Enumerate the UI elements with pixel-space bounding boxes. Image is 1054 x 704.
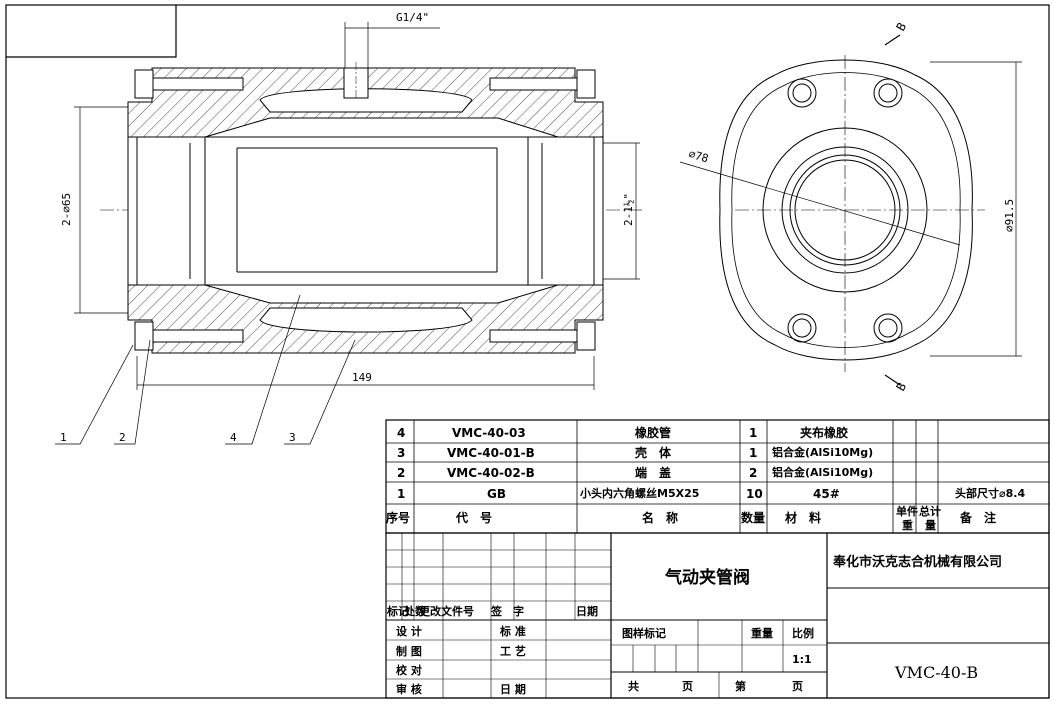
svg-text:代 号: 代 号 <box>455 510 492 525</box>
label-page2: 页 <box>792 680 803 693</box>
svg-text:VMC-40-01-B: VMC-40-01-B <box>447 446 535 460</box>
svg-text:10: 10 <box>746 487 763 501</box>
svg-text:量: 量 <box>925 519 936 532</box>
revision-header: 标记 处数 更改文件号 签 字 日期 <box>386 604 598 618</box>
svg-text:1: 1 <box>749 446 757 460</box>
svg-text:小头内六角螺丝M5X25: 小头内六角螺丝M5X25 <box>579 486 699 500</box>
drawing-number: VMC-40-B <box>894 663 978 682</box>
section-label-top: B <box>893 20 909 33</box>
dim-left-diameter: 2-⌀65 <box>60 193 73 226</box>
svg-text:4: 4 <box>397 426 405 440</box>
svg-text:制 图: 制 图 <box>396 644 422 658</box>
dim-right-thread: 2-1½" <box>622 193 635 226</box>
svg-text:2: 2 <box>397 466 405 480</box>
title-block-grid <box>385 532 1050 699</box>
svg-text:2: 2 <box>749 466 757 480</box>
dim-thread: G1/4" <box>396 11 429 24</box>
svg-text:单件: 单件 <box>896 504 918 518</box>
svg-text:签 字: 签 字 <box>490 604 524 618</box>
svg-text:VMC-40-02-B: VMC-40-02-B <box>447 466 535 480</box>
dim-length: 149 <box>352 371 372 384</box>
svg-text:处数: 处数 <box>403 604 427 618</box>
drawing-title: 气动夹管阀 <box>664 567 750 588</box>
balloon-1: 1 <box>60 431 67 444</box>
svg-text:端 盖: 端 盖 <box>635 465 671 480</box>
label-total: 共 <box>628 679 639 693</box>
svg-text:设 计: 设 计 <box>396 624 422 638</box>
svg-text:1: 1 <box>397 487 405 501</box>
balloon-3: 3 <box>289 431 296 444</box>
parts-row-4: 4 VMC-40-03 橡胶管 1 夹布橡胶 <box>397 425 848 440</box>
label-sheet: 第 <box>735 679 746 693</box>
svg-text:45#: 45# <box>813 487 840 501</box>
svg-text:夹布橡胶: 夹布橡胶 <box>800 425 848 440</box>
svg-text:橡胶管: 橡胶管 <box>635 425 671 440</box>
end-view <box>679 34 1022 386</box>
svg-text:铝合金(AlSi10Mg): 铝合金(AlSi10Mg) <box>772 445 873 459</box>
label-weight: 重量 <box>751 626 773 640</box>
svg-text:日 期: 日 期 <box>500 682 526 696</box>
svg-text:壳 体: 壳 体 <box>634 445 672 460</box>
label-stage: 图样标记 <box>622 626 666 640</box>
label-page: 页 <box>682 680 693 693</box>
signature-rows: 设 计 标 准 制 图 工 艺 校 对 审 核 日 期 <box>396 624 526 696</box>
svg-text:校 对: 校 对 <box>396 663 422 677</box>
svg-text:总计: 总计 <box>919 504 941 518</box>
svg-text:工 艺: 工 艺 <box>500 644 526 658</box>
balloon-2: 2 <box>119 431 126 444</box>
dim-bolt-circle: ⌀78 <box>687 147 710 165</box>
balloon-4: 4 <box>230 431 237 444</box>
svg-text:序号: 序号 <box>386 510 410 525</box>
svg-text:名 称: 名 称 <box>642 510 678 525</box>
section-label-bottom: B <box>893 380 909 393</box>
section-view <box>100 62 645 354</box>
parts-row-1: 1 GB 小头内六角螺丝M5X25 10 45# 头部尺寸⌀8.4 <box>397 486 1025 501</box>
parts-row-2: 2 VMC-40-02-B 端 盖 2 铝合金(AlSi10Mg) <box>397 465 873 480</box>
scale-value: 1:1 <box>792 653 812 666</box>
svg-text:铝合金(AlSi10Mg): 铝合金(AlSi10Mg) <box>772 465 873 479</box>
svg-text:标 准: 标 准 <box>499 624 526 638</box>
svg-text:重: 重 <box>902 518 913 532</box>
leader-lines <box>55 294 356 445</box>
svg-text:更改文件号: 更改文件号 <box>419 604 474 618</box>
parts-header: 序号 代 号 名 称 数量 材 料 单件 重 总计 量 备 注 <box>386 504 996 532</box>
svg-text:标记: 标记 <box>386 604 409 618</box>
svg-text:VMC-40-03: VMC-40-03 <box>452 426 526 440</box>
dim-flange: ⌀91.5 <box>1003 199 1016 232</box>
dimension-lines <box>74 22 640 390</box>
corner-box <box>6 5 177 58</box>
svg-text:审 核: 审 核 <box>396 682 422 696</box>
svg-text:备 注: 备 注 <box>959 510 996 525</box>
company-name: 奉化市沃克志合机械有限公司 <box>832 554 1002 570</box>
svg-text:材 料: 材 料 <box>784 510 821 525</box>
svg-text:1: 1 <box>749 426 757 440</box>
svg-text:3: 3 <box>397 446 405 460</box>
parts-row-3: 3 VMC-40-01-B 壳 体 1 铝合金(AlSi10Mg) <box>397 445 873 460</box>
svg-text:日期: 日期 <box>576 604 598 618</box>
label-scale: 比例 <box>792 626 814 640</box>
svg-text:头部尺寸⌀8.4: 头部尺寸⌀8.4 <box>955 486 1025 500</box>
svg-text:数量: 数量 <box>741 510 765 525</box>
svg-text:GB: GB <box>487 487 506 501</box>
